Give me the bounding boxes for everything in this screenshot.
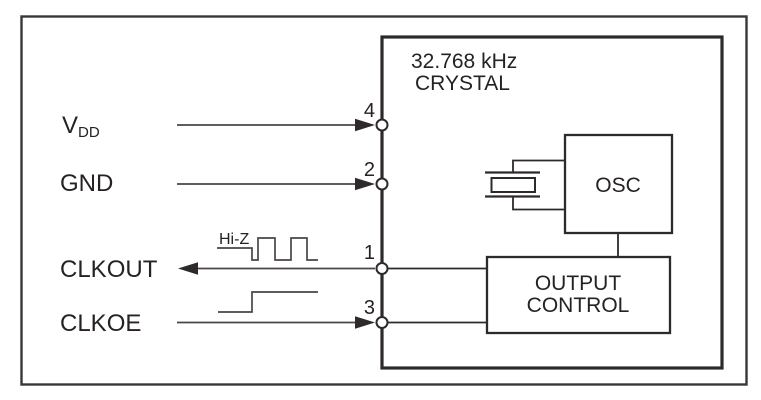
pin-1-terminal [375, 262, 389, 275]
output-control-label-line1: OUTPUT [535, 272, 622, 295]
pin-4-number: 4 [364, 100, 375, 122]
osc-label: OSC [595, 174, 641, 197]
figure-border [20, 15, 748, 386]
clkout-arrowhead [178, 262, 198, 275]
gnd-arrow [177, 177, 375, 191]
vdd-arrowhead [355, 118, 375, 132]
gnd-label: GND [60, 170, 113, 197]
vdd-label-main: V [62, 112, 78, 139]
ic-outline [380, 35, 724, 370]
gnd-arrowhead [355, 177, 375, 191]
hiz-label: Hi-Z [219, 231, 249, 248]
pin-2-terminal [375, 177, 389, 191]
crystal-lead-bottom [512, 197, 565, 211]
vdd-label-subscript: DD [78, 124, 100, 141]
hiz-waveform [217, 237, 318, 261]
crystal-body [490, 177, 536, 193]
clkoe-step-waveform [218, 291, 318, 313]
pin-4-terminal [375, 118, 389, 132]
clkoe-arrow [177, 316, 375, 329]
pin-2-number: 2 [364, 159, 375, 181]
clkout-arrow [178, 262, 375, 275]
pin-3-number: 3 [364, 297, 375, 319]
crystal-lead-top [512, 159, 565, 172]
vdd-arrow [177, 118, 375, 132]
output-control-block [485, 255, 672, 335]
pin-1-number: 1 [364, 242, 375, 264]
crystal-frequency-label: 32.768 kHz [411, 50, 517, 73]
clkoe-arrowhead [355, 316, 375, 329]
crystal-name-label: CRYSTAL [415, 72, 510, 95]
clkoe-label: CLKOE [60, 310, 141, 337]
crystal-symbol [485, 159, 565, 211]
vdd-label: VDD [62, 112, 100, 141]
pin-3-terminal [375, 316, 389, 329]
output-control-label-line2: CONTROL [527, 294, 630, 317]
clkout-label: CLKOUT [60, 256, 158, 283]
